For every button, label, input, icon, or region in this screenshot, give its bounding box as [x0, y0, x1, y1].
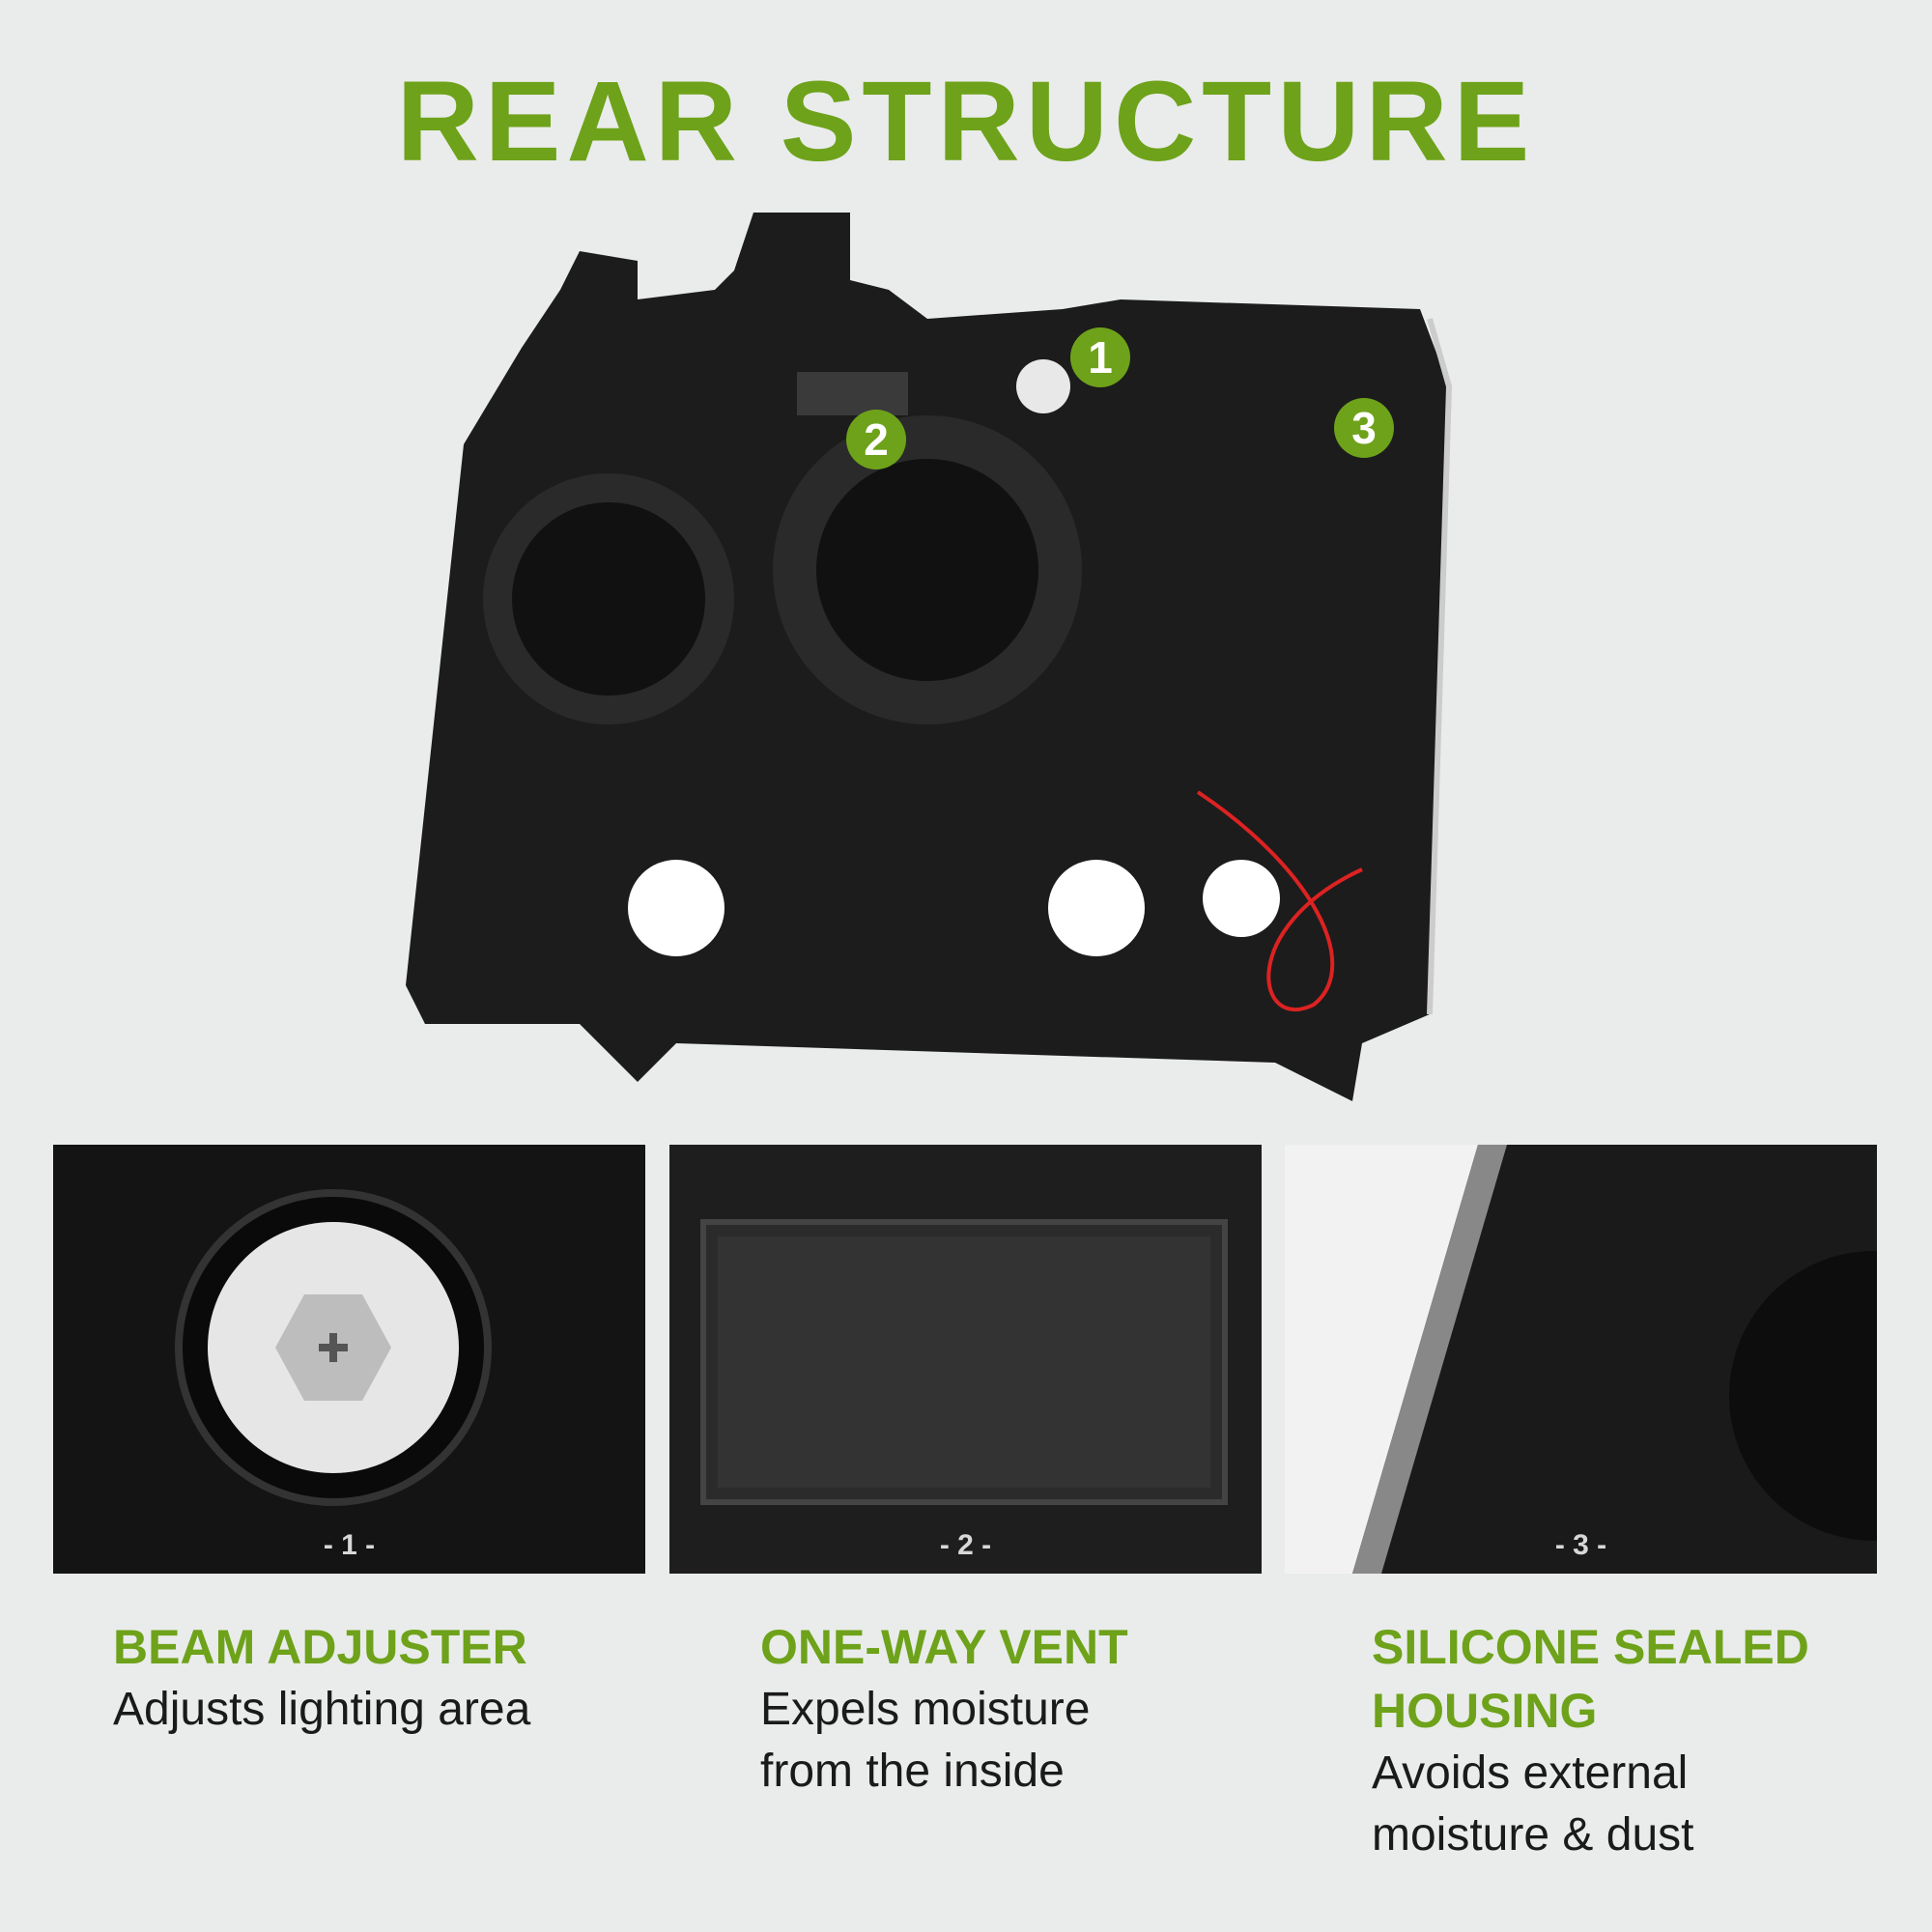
- feature-heading: BEAM ADJUSTER: [113, 1620, 527, 1674]
- beam-adjuster-image: [175, 1189, 492, 1506]
- feature-heading: SILICONE SEALED HOUSING: [1372, 1620, 1809, 1738]
- marker-1: 1: [1070, 327, 1130, 387]
- marker-3: 3: [1334, 398, 1394, 458]
- one-way-vent-image: [700, 1219, 1228, 1505]
- detail-panel-sealed-housing: - 3 -: [1285, 1145, 1877, 1574]
- panel-number: - 2 -: [939, 1529, 992, 1561]
- sealed-housing-image: [1285, 1145, 1877, 1574]
- feature-beam-adjuster: BEAM ADJUSTER Adjusts lighting area: [113, 1615, 615, 1741]
- panel-number: - 3 -: [1554, 1529, 1607, 1561]
- page-title: REAR STRUCTURE: [396, 58, 1536, 185]
- feature-description: Adjusts lighting area: [113, 1684, 531, 1735]
- detail-panel-one-way-vent: - 2 -: [669, 1145, 1262, 1574]
- feature-one-way-vent: ONE-WAY VENT Expels moisture from the in…: [760, 1615, 1166, 1803]
- headlight-rear-image: [406, 213, 1453, 1101]
- marker-2: 2: [846, 410, 906, 469]
- feature-description: Expels moisture from the inside: [760, 1684, 1091, 1797]
- detail-panel-beam-adjuster: - 1 -: [53, 1145, 645, 1574]
- feature-sealed-housing: SILICONE SEALED HOUSING Avoids external …: [1372, 1615, 1855, 1866]
- feature-heading: ONE-WAY VENT: [760, 1620, 1128, 1674]
- feature-description: Avoids external moisture & dust: [1372, 1747, 1694, 1861]
- panel-number: - 1 -: [323, 1529, 376, 1561]
